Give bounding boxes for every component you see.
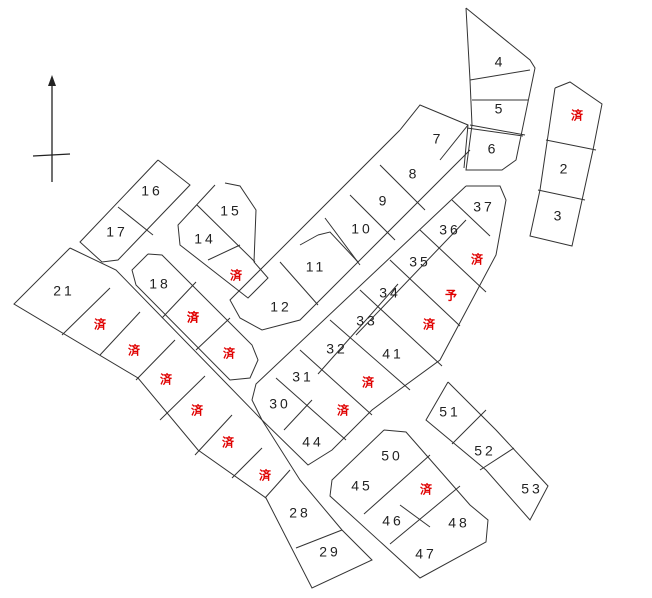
lot-number-53: 53 (521, 481, 543, 497)
sold-mark: 済 (160, 372, 173, 387)
lot-number-41: 41 (382, 346, 404, 362)
sold-mark: 済 (222, 435, 235, 450)
lot-number-52: 52 (474, 443, 496, 459)
lot-number-29: 29 (319, 544, 341, 560)
lot-number-35: 35 (409, 254, 431, 270)
sold-mark: 済 (128, 343, 141, 358)
lot-number-2: 2 (560, 161, 571, 177)
lot-boundaries (13, 7, 603, 589)
lot-number-45: 45 (351, 478, 373, 494)
lot-number-12: 12 (270, 299, 292, 315)
lot-number-36: 36 (439, 222, 461, 238)
lot-number-51: 51 (439, 404, 461, 420)
lot-number-10: 10 (351, 221, 373, 237)
lot-number-34: 34 (379, 285, 401, 301)
sold-mark: 済 (191, 403, 204, 418)
sold-mark: 済 (187, 310, 200, 325)
sold-mark: 済 (423, 317, 436, 332)
sold-mark: 済 (471, 252, 484, 267)
lot-number-33: 33 (356, 313, 378, 329)
sold-mark: 済 (420, 482, 433, 497)
north-arrow-icon (32, 75, 71, 182)
lot-number-7: 7 (433, 131, 444, 147)
lot-number-16: 16 (141, 183, 163, 199)
lot-number-5: 5 (495, 101, 506, 117)
lot-number-46: 46 (382, 513, 404, 529)
lot-number-15: 15 (220, 203, 242, 219)
sold-mark: 済 (187, 310, 200, 325)
lot-number-4: 4 (495, 54, 506, 70)
lot-number-21: 21 (53, 283, 75, 299)
lot-number-44: 44 (302, 434, 324, 450)
lot-number-50: 50 (381, 448, 403, 464)
sold-mark: 済 (230, 268, 243, 283)
lot-number-labels: 4567891011121415161718212829303132333435… (53, 54, 571, 562)
lot-number-18: 18 (149, 276, 171, 292)
lot-number-37: 37 (473, 199, 495, 215)
lot-number-17: 17 (106, 224, 128, 240)
lot-number-6: 6 (488, 141, 499, 157)
lot-number-3: 3 (554, 208, 565, 224)
sold-mark: 済 (223, 346, 236, 361)
lot-number-9: 9 (379, 193, 390, 209)
lot-number-30: 30 (269, 396, 291, 412)
lot-number-11: 11 (306, 259, 327, 275)
sold-mark: 済 (571, 108, 584, 123)
lot-number-48: 48 (448, 515, 470, 531)
lot-number-47: 47 (415, 546, 437, 562)
lot-number-31: 31 (292, 369, 314, 385)
lot-number-28: 28 (289, 505, 311, 521)
reserved-mark: 予 (445, 289, 457, 303)
sold-mark: 済 (362, 375, 375, 390)
lot-number-8: 8 (409, 166, 420, 182)
sold-mark: 済 (337, 403, 350, 418)
sold-mark: 済 (94, 317, 107, 332)
lot-number-14: 14 (194, 231, 216, 247)
lot-number-32: 32 (326, 341, 348, 357)
sold-mark: 済 (259, 468, 272, 483)
